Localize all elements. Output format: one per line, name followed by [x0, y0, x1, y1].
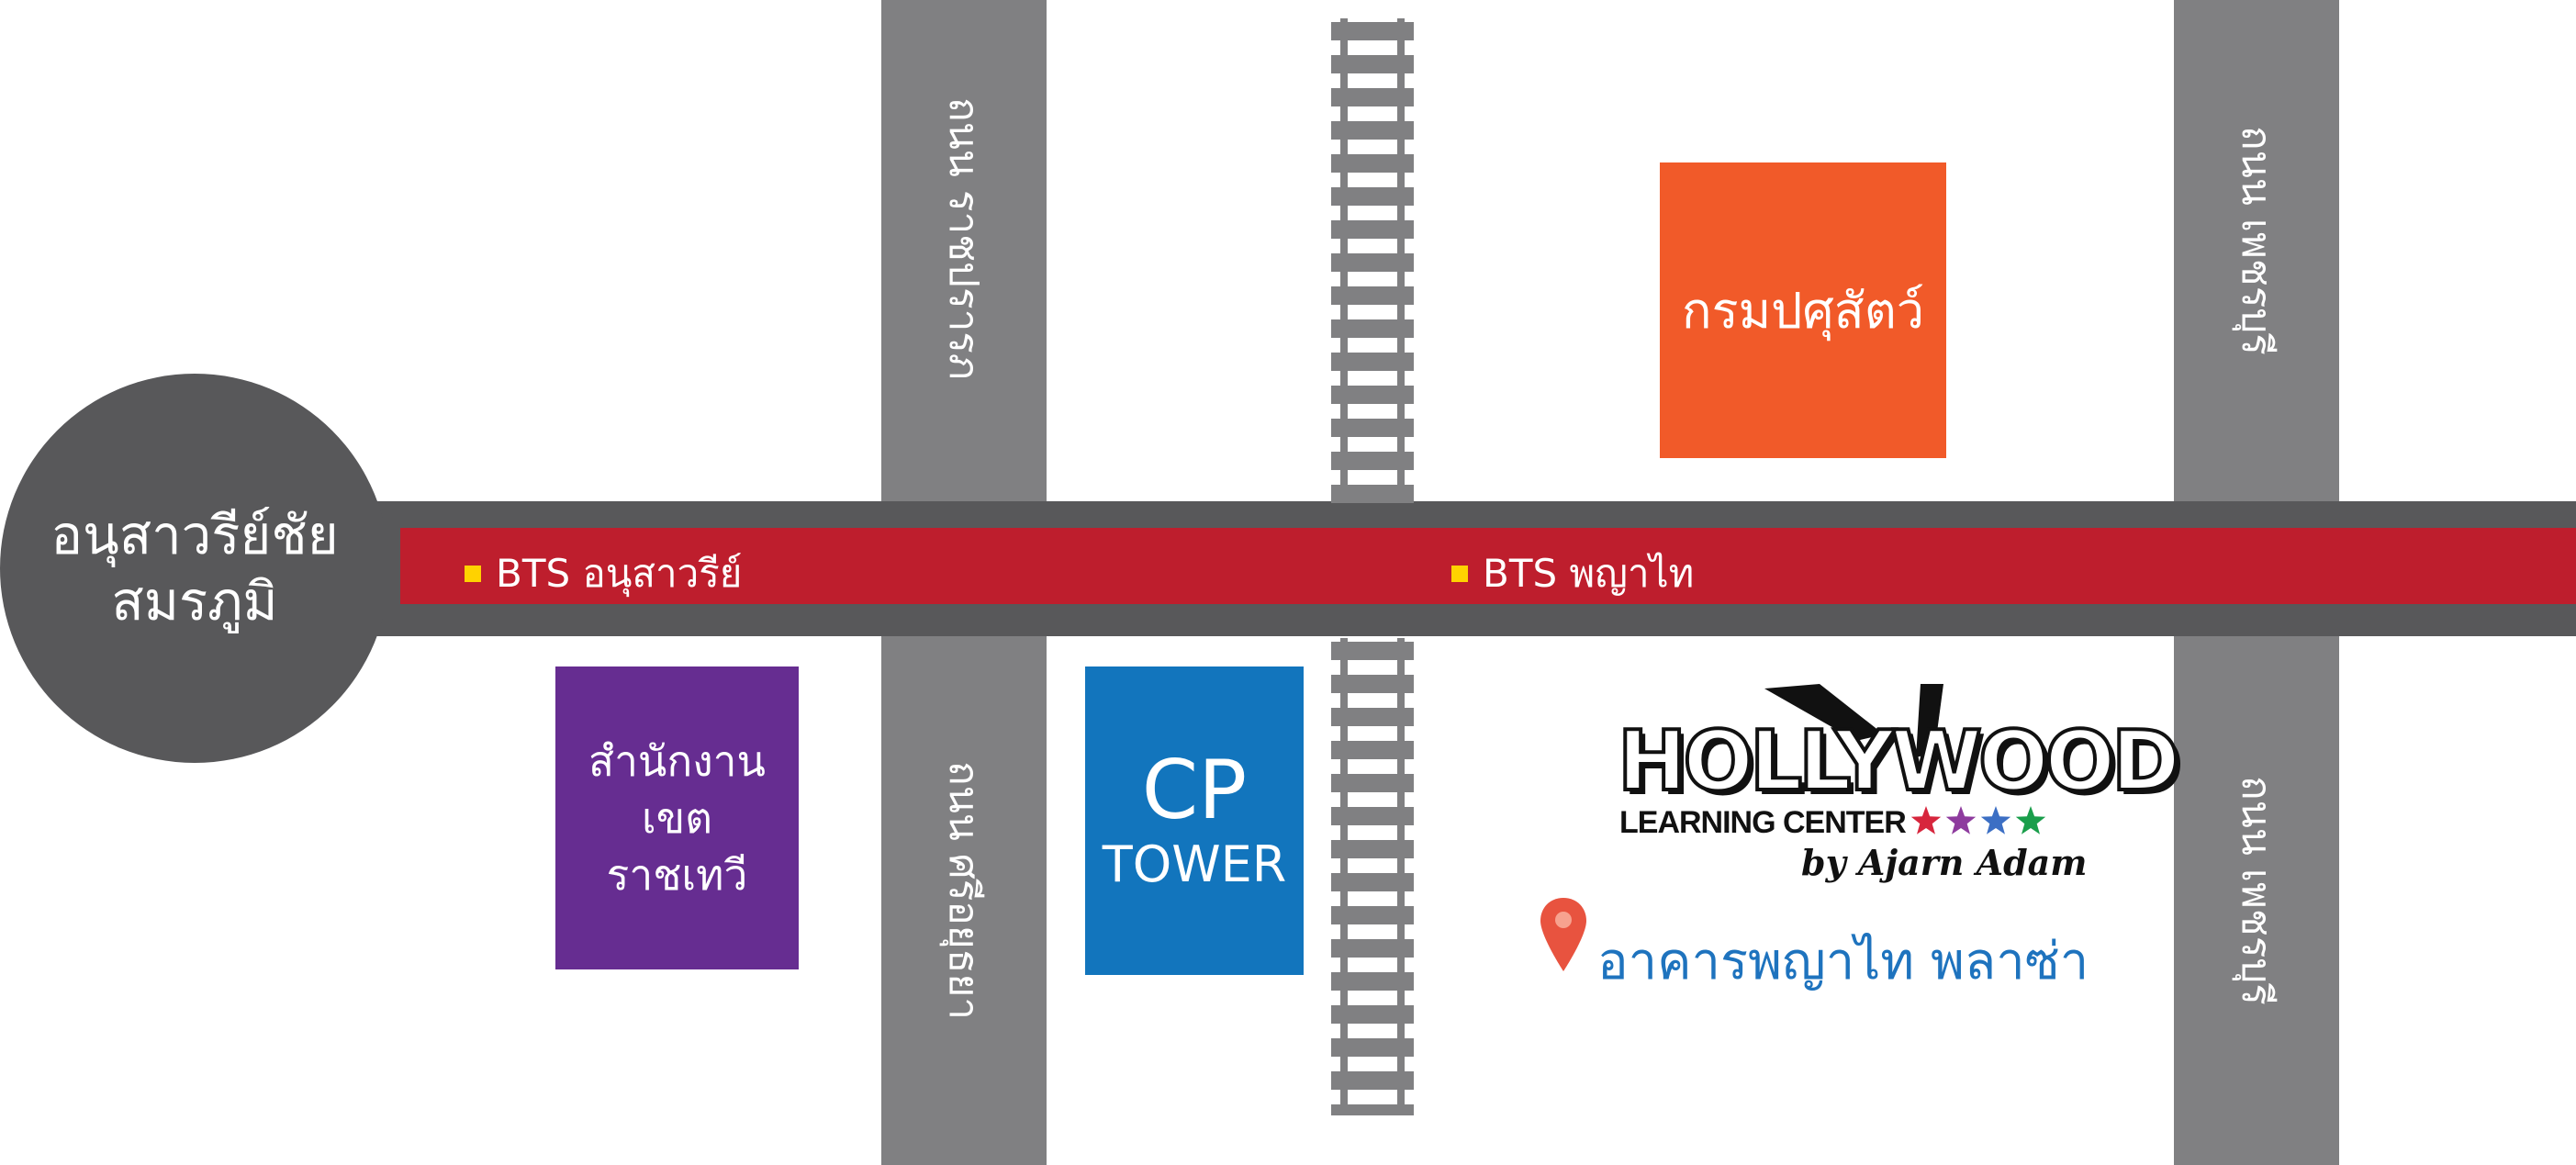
road-label-phetchaburi-top: ถนน เพชรบุรี — [2233, 126, 2279, 355]
station-bts-victory-monument: BTS อนุสาวรีย์ — [465, 543, 742, 604]
rail-tie — [1331, 741, 1414, 759]
rating-stars — [1910, 806, 2046, 835]
rail-tie — [1331, 253, 1414, 272]
location-pin-icon — [1540, 898, 1586, 971]
district-office-label-line1: สำนักงานเขต — [588, 735, 766, 843]
rail-tie — [1331, 906, 1414, 924]
rail-tie — [1331, 419, 1414, 437]
rail-tie — [1331, 452, 1414, 470]
rail-tie — [1331, 220, 1414, 239]
star-icon — [1980, 806, 2011, 835]
monument-label-line2: สมรภูมิ — [111, 570, 278, 633]
bts-line — [400, 528, 2576, 604]
station-bts-phaya-thai: BTS พญาไท — [1451, 543, 1694, 604]
dept-livestock-block: กรมปศุสัตว์ — [1660, 162, 1946, 458]
hollywood-logo: HOLLYWOOD LEARNING CENTER by Ajarn Adam — [1616, 684, 2182, 904]
rail-tie — [1331, 55, 1414, 73]
rail-tie — [1331, 22, 1414, 40]
victory-monument: อนุสาวรีย์ชัย สมรภูมิ — [0, 374, 389, 763]
logo-brand: HOLLYWOOD — [1616, 711, 2182, 812]
rail-tie — [1331, 319, 1414, 338]
star-icon — [1910, 806, 1942, 835]
rail-tie — [1331, 286, 1414, 305]
station-marker-icon — [465, 566, 481, 582]
rail-tie — [1331, 1104, 1414, 1115]
rail-tie — [1331, 642, 1414, 660]
rail-tie — [1331, 1005, 1414, 1024]
rail-tie — [1331, 708, 1414, 726]
rail-tie — [1331, 353, 1414, 371]
road-label-ratchaprarop: ถนน ราชปรารภ — [940, 97, 987, 380]
station-label: BTS พญาไท — [1483, 551, 1695, 596]
district-office-block: สำนักงานเขต ราชเทวี — [555, 667, 799, 969]
monument-label-line1: อนุสาวรีย์ชัย — [50, 503, 339, 566]
rail-tie — [1331, 873, 1414, 891]
rail-tie — [1331, 121, 1414, 140]
plaza-label: อาคารพญาไท พลาซ่า — [1597, 932, 2089, 991]
rail-tie — [1331, 1038, 1414, 1057]
star-icon — [1945, 806, 1977, 835]
rail-tie — [1331, 939, 1414, 958]
star-icon — [2015, 806, 2046, 835]
station-label: BTS อนุสาวรีย์ — [496, 551, 743, 596]
rail-tie — [1331, 154, 1414, 173]
rail-tie — [1331, 88, 1414, 106]
road-label-phetchaburi-bottom: ถนน เพชรบุรี — [2233, 776, 2279, 1005]
cp-tower-label-line1: CP — [1141, 743, 1248, 838]
cp-tower-label-line2: TOWER — [1102, 835, 1287, 893]
clapper-icon — [1764, 684, 1943, 757]
railway-track — [1331, 18, 1414, 1115]
rail-tie — [1331, 485, 1414, 503]
rail-tie — [1331, 675, 1414, 693]
rail-tie — [1331, 1071, 1414, 1090]
logo-byline: by Ajarn Adam — [1801, 842, 2088, 883]
rail-tie — [1331, 187, 1414, 206]
rail-tie — [1331, 972, 1414, 991]
cp-tower-block: CP TOWER — [1085, 667, 1304, 975]
logo-subtitle: LEARNING CENTER — [1619, 805, 1907, 840]
rail-tie — [1331, 807, 1414, 825]
rail-tie — [1331, 840, 1414, 858]
station-marker-icon — [1451, 566, 1468, 582]
district-office-label-line2: ราชเทวี — [606, 850, 748, 901]
road-label-sri-ayutthaya: ถนน ศรีอยุธยา — [940, 761, 987, 1020]
rail-tie — [1331, 386, 1414, 404]
dept-livestock-label: กรมปศุสัตว์ — [1681, 282, 1925, 340]
rail-tie — [1331, 774, 1414, 792]
